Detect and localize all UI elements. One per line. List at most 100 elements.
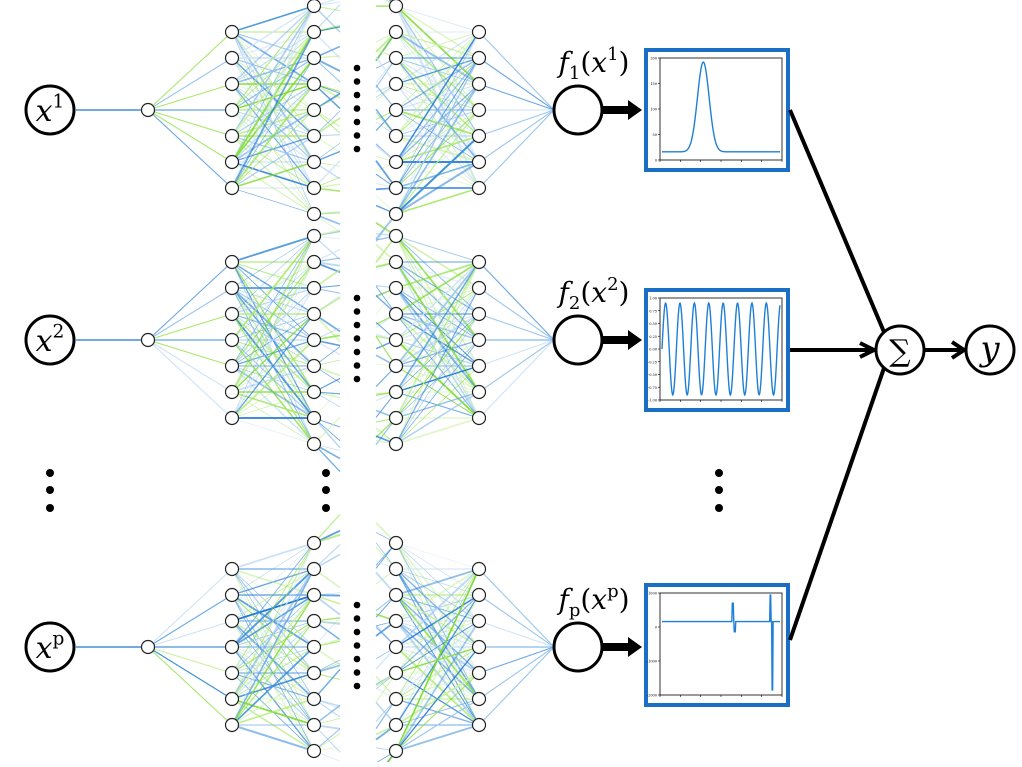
hidden-edge xyxy=(148,314,232,340)
neuron-node xyxy=(308,563,321,576)
output-edge xyxy=(479,32,554,110)
plot-y-tick-label: -0.25 xyxy=(648,360,657,364)
neuron-node xyxy=(308,360,321,373)
neuron-node xyxy=(390,589,403,602)
arrow-to-plot xyxy=(602,100,642,120)
shape-function-label-2: f2(x2) xyxy=(557,274,630,314)
neuron-node xyxy=(308,52,321,65)
output-edge xyxy=(479,621,554,647)
neuron-node xyxy=(473,667,486,680)
neuron-node xyxy=(390,130,403,143)
rows-ellipsis-dot xyxy=(322,486,330,494)
neuron-node xyxy=(308,308,321,321)
neuron-node xyxy=(226,412,239,425)
neuron-node xyxy=(390,438,403,451)
neuron-node xyxy=(308,745,321,758)
hidden-edge xyxy=(232,6,314,32)
layer-ellipsis-dot xyxy=(354,132,361,139)
plot-y-tick-label: 150 xyxy=(650,82,657,86)
neuron-node xyxy=(473,719,486,732)
hidden-edge xyxy=(396,621,479,751)
plot-y-tick-label: 100 xyxy=(650,108,657,112)
plot-y-tick-label: 0.50 xyxy=(649,322,657,326)
plot-y-tick-label: -1000 xyxy=(647,660,657,664)
hidden-edge xyxy=(396,314,479,444)
hidden-edge xyxy=(148,340,232,418)
neuron-node xyxy=(308,26,321,39)
hidden-edge xyxy=(232,236,314,418)
neuron-node xyxy=(390,282,403,295)
rows-ellipsis-dot xyxy=(46,469,54,477)
hidden-edge xyxy=(148,647,232,699)
hidden-edge xyxy=(232,543,314,569)
neuron-node xyxy=(142,104,155,117)
neuron-node xyxy=(473,386,486,399)
plot-y-tick-label: -0.50 xyxy=(648,373,657,377)
neuron-node xyxy=(308,78,321,91)
hidden-edge xyxy=(148,58,232,110)
output-node xyxy=(554,623,602,671)
rows-ellipsis-dot xyxy=(715,504,723,512)
neuron-node xyxy=(473,308,486,321)
neuron-node xyxy=(473,693,486,706)
neuron-node xyxy=(226,563,239,576)
layer-ellipsis-dot xyxy=(354,308,361,315)
rows-ellipsis-dot xyxy=(322,469,330,477)
output-edge xyxy=(479,569,554,647)
layer-ellipsis-dot xyxy=(354,119,361,126)
neuron-node xyxy=(226,308,239,321)
output-edge xyxy=(479,288,554,340)
hidden-edge xyxy=(232,6,314,188)
hidden-edge xyxy=(148,647,232,673)
neuron-node xyxy=(473,104,486,117)
layer-ellipsis-dot xyxy=(354,65,361,72)
output-edge xyxy=(479,110,554,162)
neuron-node xyxy=(308,719,321,732)
neuron-node xyxy=(226,130,239,143)
neuron-node xyxy=(473,334,486,347)
neuron-node xyxy=(142,641,155,654)
output-edge xyxy=(479,262,554,340)
layer-ellipsis-dot xyxy=(354,629,361,636)
layer-ellipsis-dot xyxy=(354,146,361,153)
neuron-node xyxy=(473,615,486,628)
plot-y-tick-label: -2000 xyxy=(647,694,657,698)
neuron-node xyxy=(226,667,239,680)
layer-ellipsis-dot xyxy=(354,362,361,369)
layer-ellipsis-dot xyxy=(354,78,361,85)
neuron-node xyxy=(226,26,239,39)
shape-function-label-3: fp(xp) xyxy=(556,581,629,621)
hidden-edge xyxy=(232,236,314,314)
neuron-node xyxy=(473,78,486,91)
neuron-node xyxy=(226,641,239,654)
output-edge xyxy=(479,647,554,725)
layer-ellipsis-dot xyxy=(354,656,361,663)
layer-ellipsis-dot xyxy=(354,683,361,690)
output-edge xyxy=(479,340,554,418)
neuron-node xyxy=(308,282,321,295)
output-y-label: y xyxy=(978,329,1000,369)
arrow-to-plot xyxy=(602,330,642,350)
output-edge xyxy=(479,340,554,366)
plot-y-tick-label: 0.00 xyxy=(649,348,657,352)
output-edge xyxy=(479,314,554,340)
neuron-node xyxy=(473,256,486,269)
rows-ellipsis-dot xyxy=(46,486,54,494)
neuron-node xyxy=(390,78,403,91)
neuron-node xyxy=(308,693,321,706)
neuron-node xyxy=(226,693,239,706)
neuron-node xyxy=(390,693,403,706)
neuron-node xyxy=(226,589,239,602)
hidden-edge xyxy=(148,340,232,392)
plot-y-tick-label: 0.75 xyxy=(649,309,657,313)
hidden-edge xyxy=(148,262,232,340)
neuron-node xyxy=(390,156,403,169)
hidden-edge xyxy=(232,418,314,444)
neuron-node xyxy=(308,537,321,550)
layer-ellipsis-dot xyxy=(354,602,361,609)
neuron-node xyxy=(473,282,486,295)
neuron-node xyxy=(390,256,403,269)
output-node xyxy=(554,316,602,364)
hidden-edge xyxy=(148,110,232,188)
